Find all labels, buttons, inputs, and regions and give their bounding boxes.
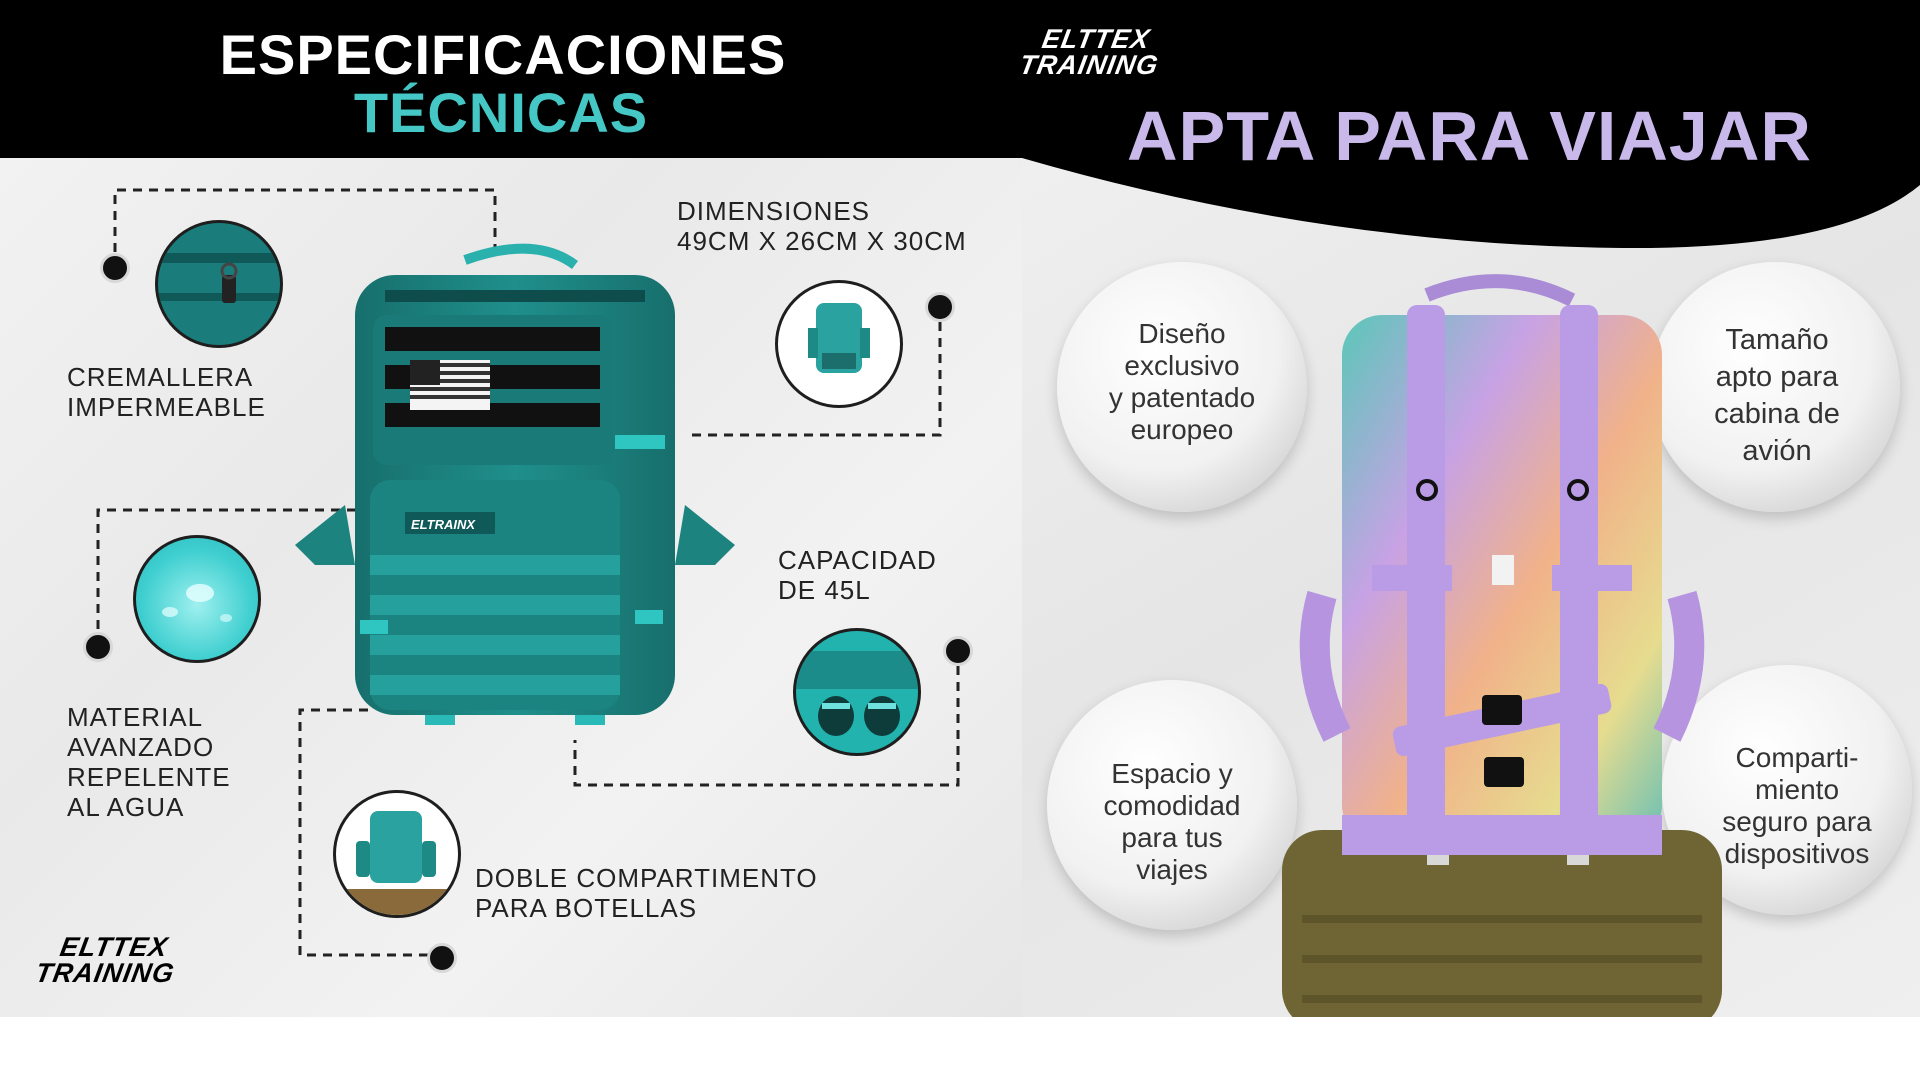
connector-lines [96, 188, 960, 957]
dimensions-spec: DIMENSIONES 49CM X 26CM X 30CM [677, 196, 967, 256]
technical-specs-panel: ESPECIFICACIONES TÉCNICAS [0, 0, 1022, 1017]
specs-header: ESPECIFICACIONES TÉCNICAS [0, 0, 1022, 158]
marker-dot [83, 632, 113, 662]
marker-dot [943, 636, 973, 666]
feature-compartment-text: Comparti- miento seguro para dispositivo… [1722, 742, 1872, 869]
bottles-spec: DOBLE COMPARTIMENTO PARA BOTELLAS [475, 863, 818, 923]
water-repellent-detail-image [133, 535, 261, 663]
material-spec: MATERIAL AVANZADO REPELENTE AL AGUA [67, 702, 231, 822]
bottles-detail-image [333, 790, 461, 918]
specs-title-line1: ESPECIFICACIONES [219, 23, 787, 86]
travel-title: APTA PARA VIAJAR [1127, 97, 1812, 175]
feature-space-text: Espacio y comodidad para tus viajes [1103, 758, 1241, 885]
travel-panel: ELTTEX TRAINING APTA PARA VIAJAR [1022, 0, 1920, 1017]
feature-size-text: Tamaño apto para cabina de avión [1714, 324, 1840, 467]
brand-logo: ELTTEX TRAINING [33, 932, 178, 988]
zipper-spec: CREMALLERA IMPERMEABLE [67, 362, 266, 422]
marker-dot [925, 292, 955, 322]
feature-circle-size [1650, 262, 1900, 512]
capacity-detail-image [793, 628, 921, 756]
capacity-spec: CAPACIDAD DE 45L [778, 545, 937, 605]
marker-dot [100, 253, 130, 283]
teal-backpack-image: ELTRAINX [295, 243, 735, 725]
marker-dot [427, 943, 457, 973]
feature-design-text: Diseño exclusivo y patentado europeo [1108, 318, 1256, 445]
feature-circle-design [1057, 262, 1307, 512]
dimensions-detail-image [775, 280, 903, 408]
bag-brand-label: ELTRAINX [411, 517, 476, 532]
travel-backpack-image [1282, 274, 1722, 1017]
feature-circle-space [1047, 680, 1297, 930]
brand-logo: ELTTEX TRAINING [1022, 24, 1162, 80]
zipper-detail-image [155, 220, 283, 348]
specs-title-line2: TÉCNICAS [353, 81, 649, 144]
travel-header-shape [1022, 0, 1920, 249]
